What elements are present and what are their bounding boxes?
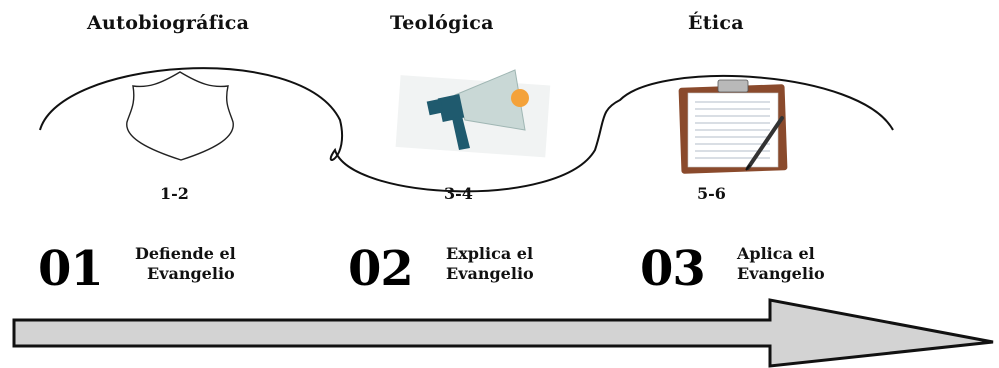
stage-description-1-line2: Evangelio (147, 264, 235, 283)
stage-description-2-line2: Evangelio (446, 264, 534, 283)
stage-number-02: 02 (348, 241, 414, 297)
megaphone-icon (395, 69, 551, 158)
stage-description-1-line1: Defiende el (135, 244, 236, 263)
stage-description-2: Explica el Evangelio (446, 244, 534, 284)
shield-icon (126, 71, 234, 161)
wavy-timeline-curve (39, 67, 894, 193)
stage-chapters-3: 5-6 (697, 184, 726, 203)
stage-number-01: 01 (38, 241, 104, 297)
stage-description-1: Defiende el Evangelio (135, 244, 236, 284)
stage-chapters-2: 3-4 (444, 184, 473, 203)
stage-description-3-line2: Evangelio (737, 264, 825, 283)
stage-number-03: 03 (640, 241, 706, 297)
stage-chapters-1: 1-2 (160, 184, 189, 203)
stage-description-3-line1: Aplica el (737, 244, 815, 263)
stage-heading-etica: Ética (688, 12, 744, 34)
clipboard-icon (678, 79, 788, 174)
stage-heading-teologica: Teológica (390, 12, 494, 34)
stage-description-3: Aplica el Evangelio (737, 244, 825, 284)
progression-arrow (12, 298, 994, 368)
stage-description-2-line1: Explica el (446, 244, 534, 263)
stage-heading-autobiografica: Autobiográfica (87, 12, 250, 34)
